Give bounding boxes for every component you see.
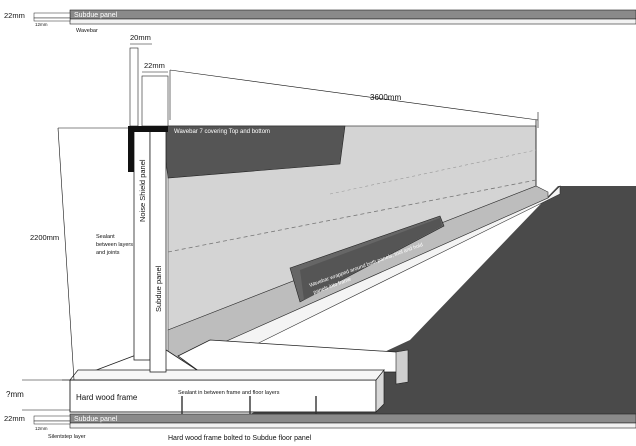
dimension-lines <box>22 43 539 411</box>
sealant-joints-label-1: Sealant <box>96 234 115 240</box>
top-thickness-label: 22mm <box>4 11 25 20</box>
sealant-joints-label-3: and joints <box>96 250 120 256</box>
dim-20-label: 20mm <box>130 33 151 42</box>
dim-3600-label: 3600mm <box>370 93 401 102</box>
dim-22-label: 22mm <box>144 61 165 70</box>
dim-2200-label: 2200mm <box>30 233 59 242</box>
sealant-joints-label-2: between layers <box>96 242 133 248</box>
subdue-floor <box>246 186 636 416</box>
subdue-panel <box>149 127 167 373</box>
frame-height-label: ?mm <box>6 390 24 399</box>
hardwood-frame-label: Hard wood frame <box>76 393 138 402</box>
silentstep-label: Silentstep layer <box>48 434 86 440</box>
top-wavebar-label: Wavebar <box>76 28 98 34</box>
hardwood-frame: Hard wood frame Sealant in between frame… <box>69 339 409 413</box>
sealant-joints-note: Sealant between layers and joints <box>96 234 133 256</box>
bottom-small-label: 12mm <box>35 426 48 431</box>
dashed-layer-line <box>329 149 537 195</box>
wavebar-cap <box>128 126 168 172</box>
sealant-frame-label: Sealant in between frame and floor layer… <box>178 390 280 396</box>
bottom-subdue-label: Subdue panel <box>74 416 118 423</box>
noise-shield-label: Noise Shield panel <box>138 159 147 222</box>
wavebar-covering-label: Wavebar 7 covering Top and bottom <box>174 129 270 135</box>
top-layer-strip: Subdue panel 22mm 12mm Wavebar <box>4 9 636 34</box>
bottom-thickness-label: 22mm <box>4 414 25 423</box>
top-subdue-label: Subdue panel <box>74 12 118 19</box>
top-small-label: 12mm <box>35 22 48 27</box>
bolted-caption: Hard wood frame bolted to Subdue floor p… <box>168 435 312 442</box>
bottom-layer-strip: Subdue panel 22mm 12mm Silentstep layer <box>4 413 636 440</box>
subdue-panel-label: Subdue panel <box>154 265 163 312</box>
vertical-panels: Noise Shield panel Subdue panel <box>128 47 169 373</box>
